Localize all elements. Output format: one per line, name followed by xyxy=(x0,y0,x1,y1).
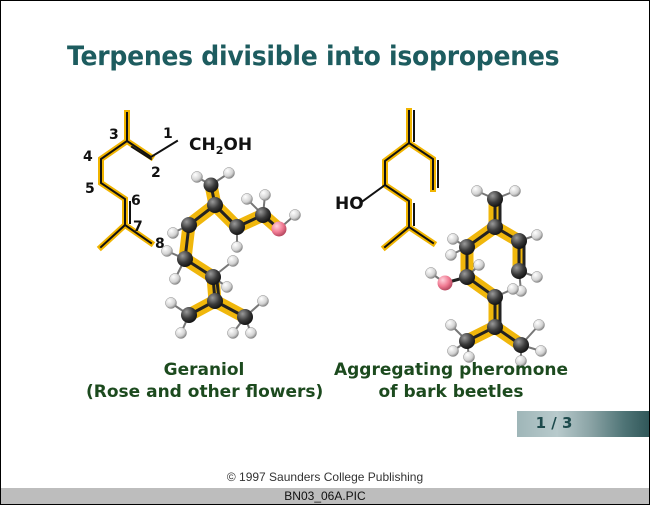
carbon-number-2: 2 xyxy=(151,165,161,181)
pheromone-group-label: HO xyxy=(335,194,364,214)
carbon-number-5: 5 xyxy=(85,181,95,197)
geraniol-skeletal-formula xyxy=(96,110,179,252)
pheromone-caption-name: Aggregating pheromone xyxy=(333,360,569,380)
geraniol-caption-name: Geraniol xyxy=(163,360,245,380)
carbon-number-3: 3 xyxy=(109,127,119,143)
carbon-number-7: 7 xyxy=(133,219,143,235)
carbon-number-1: 1 xyxy=(163,126,173,142)
page-indicator-label: 1 / 3 xyxy=(535,414,573,432)
copyright-notice: © 1997 Saunders College Publishing xyxy=(226,470,424,484)
carbon-number-6: 6 xyxy=(131,193,141,209)
slide-title: Terpenes divisible into isopropenes xyxy=(67,41,560,72)
page-indicator[interactable]: 1 / 3 xyxy=(517,411,649,437)
pheromone-caption: Aggregating pheromone of bark beetles xyxy=(333,359,569,403)
carbon-number-labels: 1 2 3 4 5 6 7 8 xyxy=(83,126,173,252)
pheromone-3d-model xyxy=(425,185,547,367)
carbon-number-8: 8 xyxy=(155,236,165,252)
filename-label: BN03_06A.PIC xyxy=(284,489,366,503)
geraniol-caption: Geraniol (Rose and other flowers) xyxy=(86,359,324,403)
structure-illustration: CH2OH HO 1 2 3 4 5 6 7 8 xyxy=(83,108,547,367)
pheromone-caption-source: of bark beetles xyxy=(378,382,524,402)
geraniol-3d-model xyxy=(161,167,301,339)
geraniol-group-label: CH2OH xyxy=(189,135,252,157)
filename-bar: BN03_06A.PIC xyxy=(1,488,649,504)
geraniol-caption-source: (Rose and other flowers) xyxy=(86,382,324,402)
pheromone-skeletal-formula xyxy=(361,108,439,252)
carbon-number-4: 4 xyxy=(83,149,93,165)
